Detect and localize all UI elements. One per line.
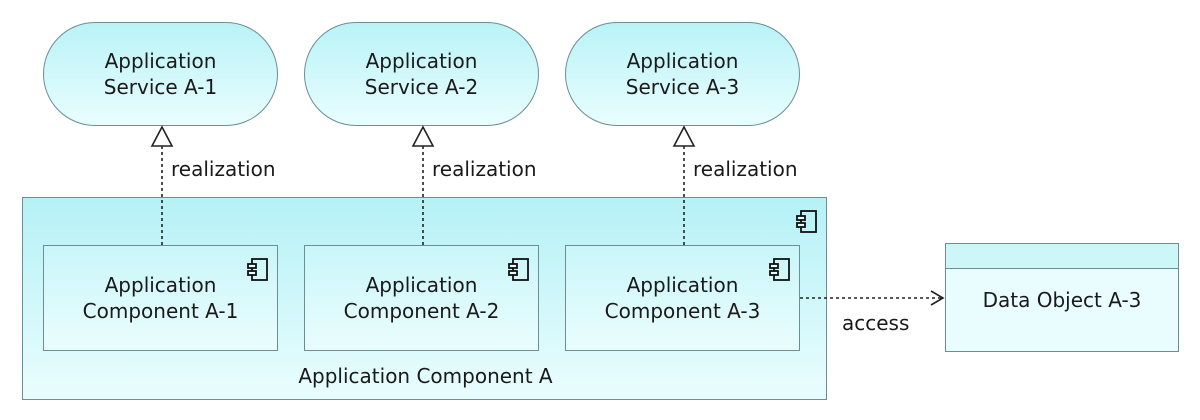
data-object-label: Data Object A-3: [982, 288, 1142, 312]
component-label: Application Component A-2: [343, 273, 500, 323]
realization-label-3: realization: [693, 157, 798, 181]
data-object-header: [946, 244, 1178, 269]
data-object-a3[interactable]: Data Object A-3: [945, 243, 1179, 352]
application-service-a3[interactable]: Application Service A-3: [565, 22, 800, 126]
access-label: access: [842, 311, 910, 335]
component-label: Application Component A-1: [82, 273, 239, 323]
realization-arrowhead-2: [411, 125, 435, 147]
component-icon: [796, 210, 817, 233]
application-component-a2[interactable]: Application Component A-2: [304, 245, 539, 351]
realization-arrowhead-3: [672, 125, 696, 147]
application-component-a1[interactable]: Application Component A-1: [43, 245, 278, 351]
application-service-a1[interactable]: Application Service A-1: [43, 22, 278, 126]
realization-label-1: realization: [171, 157, 276, 181]
application-component-a-label: Application Component A: [298, 364, 553, 388]
realization-label-2: realization: [432, 157, 537, 181]
component-label: Application Component A-3: [604, 273, 761, 323]
component-icon: [508, 258, 529, 281]
access-arrowhead: [930, 290, 945, 306]
realization-arrowhead-1: [150, 125, 174, 147]
application-service-a2[interactable]: Application Service A-2: [304, 22, 539, 126]
component-icon: [769, 258, 790, 281]
component-icon: [247, 258, 268, 281]
application-component-a3[interactable]: Application Component A-3: [565, 245, 800, 351]
